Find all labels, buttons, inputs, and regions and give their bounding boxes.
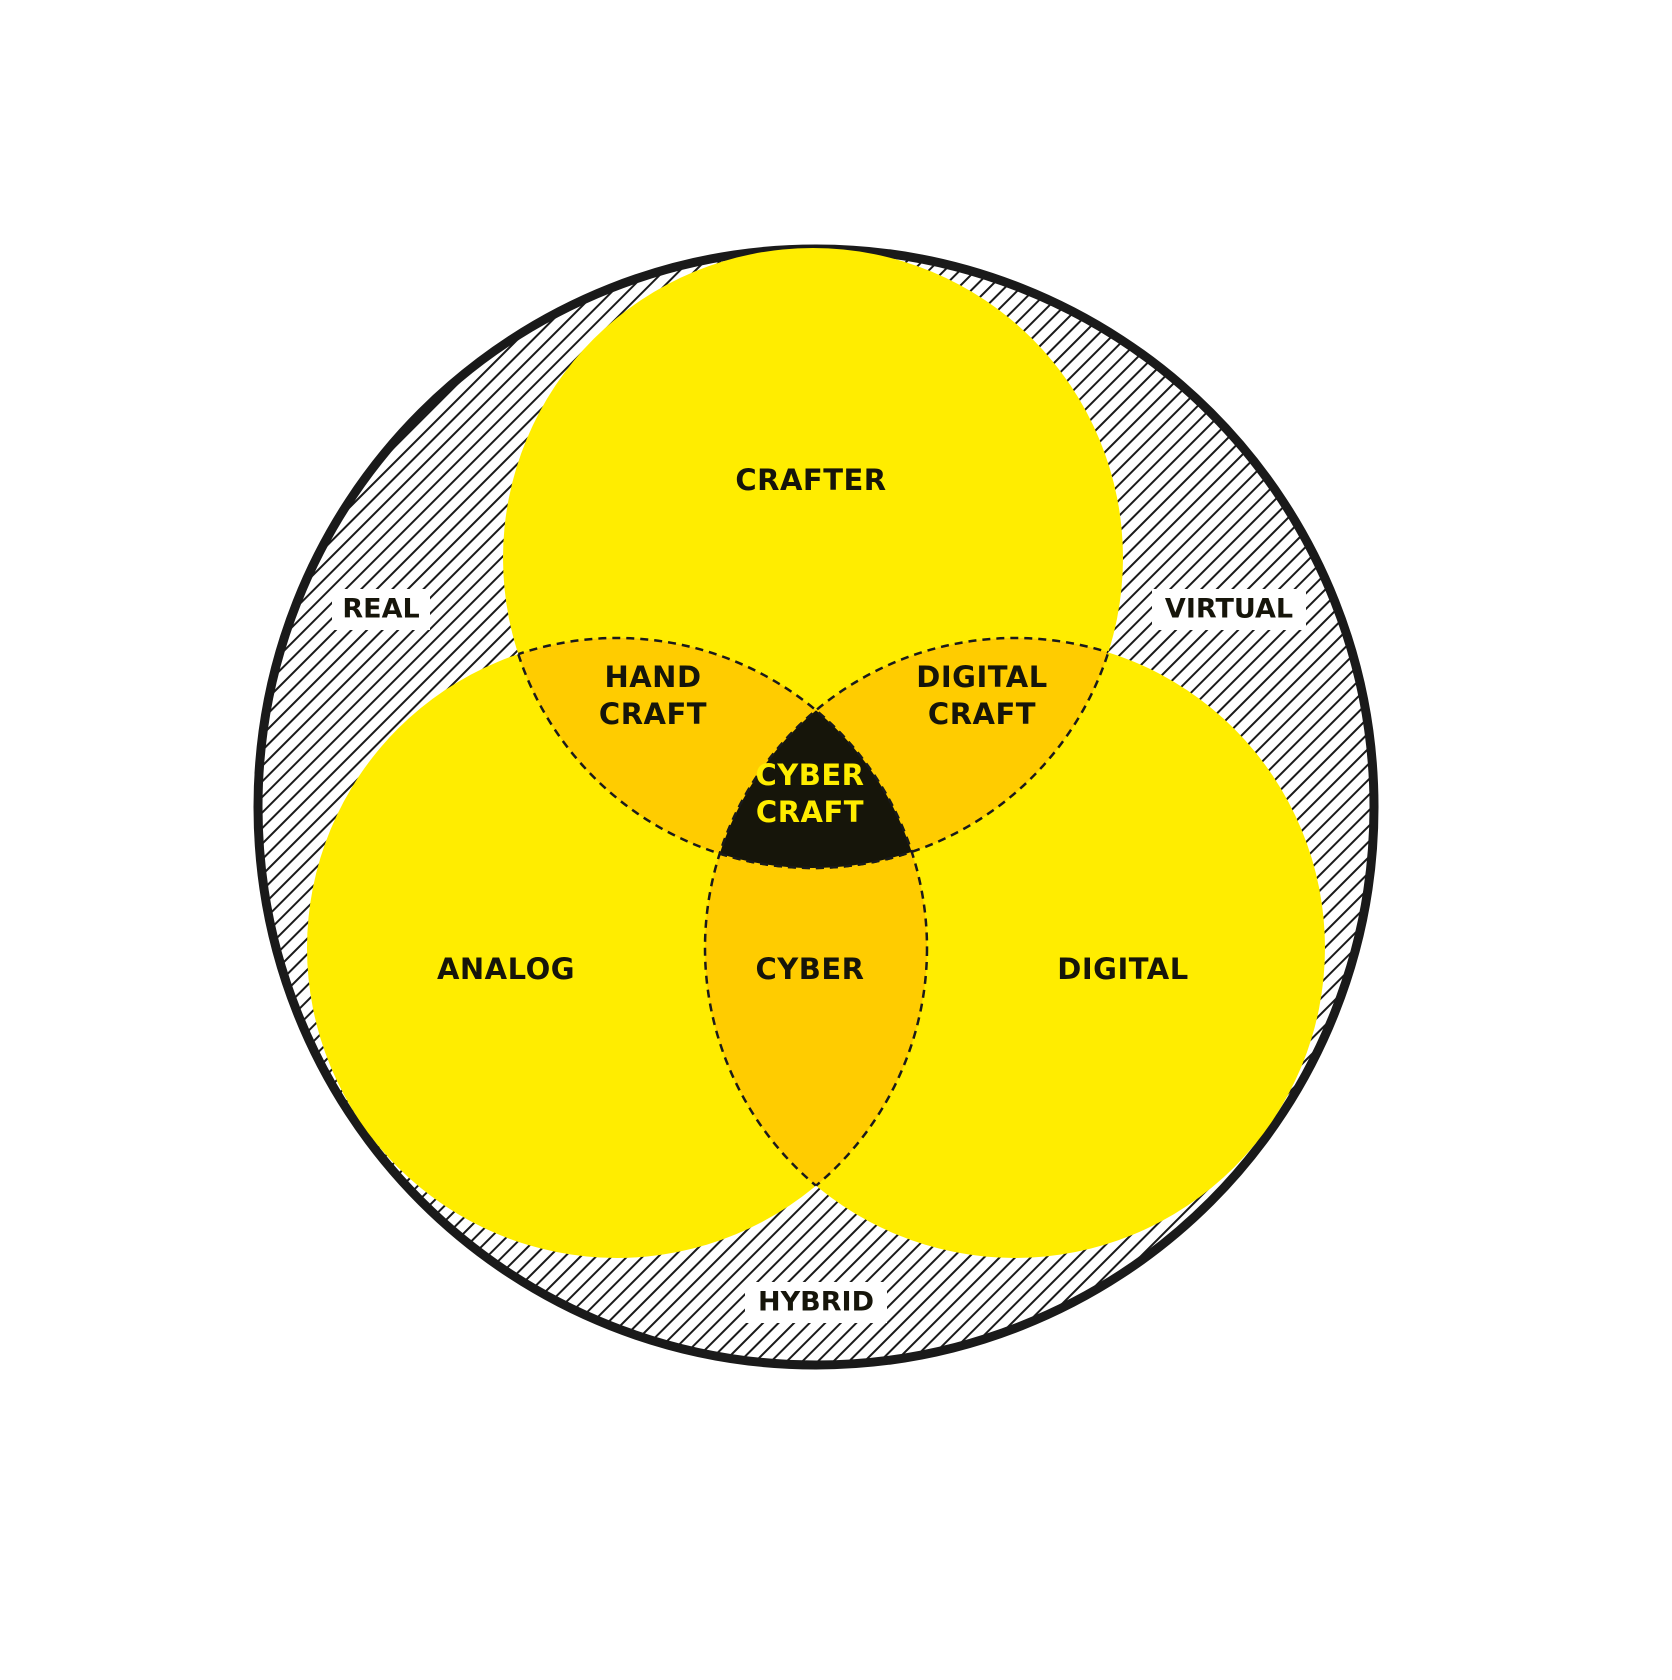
real-label: REAL <box>342 594 419 625</box>
digital-craft-label-line2: CRAFT <box>928 697 1036 731</box>
digital-craft-label-line1: DIGITAL <box>916 660 1047 694</box>
cyber-craft-center <box>705 638 927 868</box>
digital-dashed-boundary <box>703 636 1123 868</box>
cyber-label: CYBER <box>755 952 864 986</box>
hybrid-label: HYBRID <box>758 1287 874 1318</box>
virtual-label-box <box>1152 589 1306 630</box>
analog-label: ANALOG <box>437 952 575 986</box>
digital-dashed-boundary-bottom <box>703 638 927 1258</box>
hand-craft-label-line2: CRAFT <box>599 697 707 731</box>
digital-label: DIGITAL <box>1057 952 1188 986</box>
cyber-craft-label-line2: CRAFT <box>756 795 864 829</box>
cyber-craft-label-line1: CYBER <box>755 758 864 792</box>
hybrid-label-box <box>745 1282 887 1323</box>
virtual-label: VIRTUAL <box>1165 594 1293 625</box>
analog-dashed-boundary <box>503 636 929 868</box>
hand-craft-label-line1: HAND <box>604 660 701 694</box>
real-label-box <box>332 589 430 630</box>
analog-dashed-boundary-bottom <box>705 638 929 1258</box>
crafter-label: CRAFTER <box>735 463 886 497</box>
